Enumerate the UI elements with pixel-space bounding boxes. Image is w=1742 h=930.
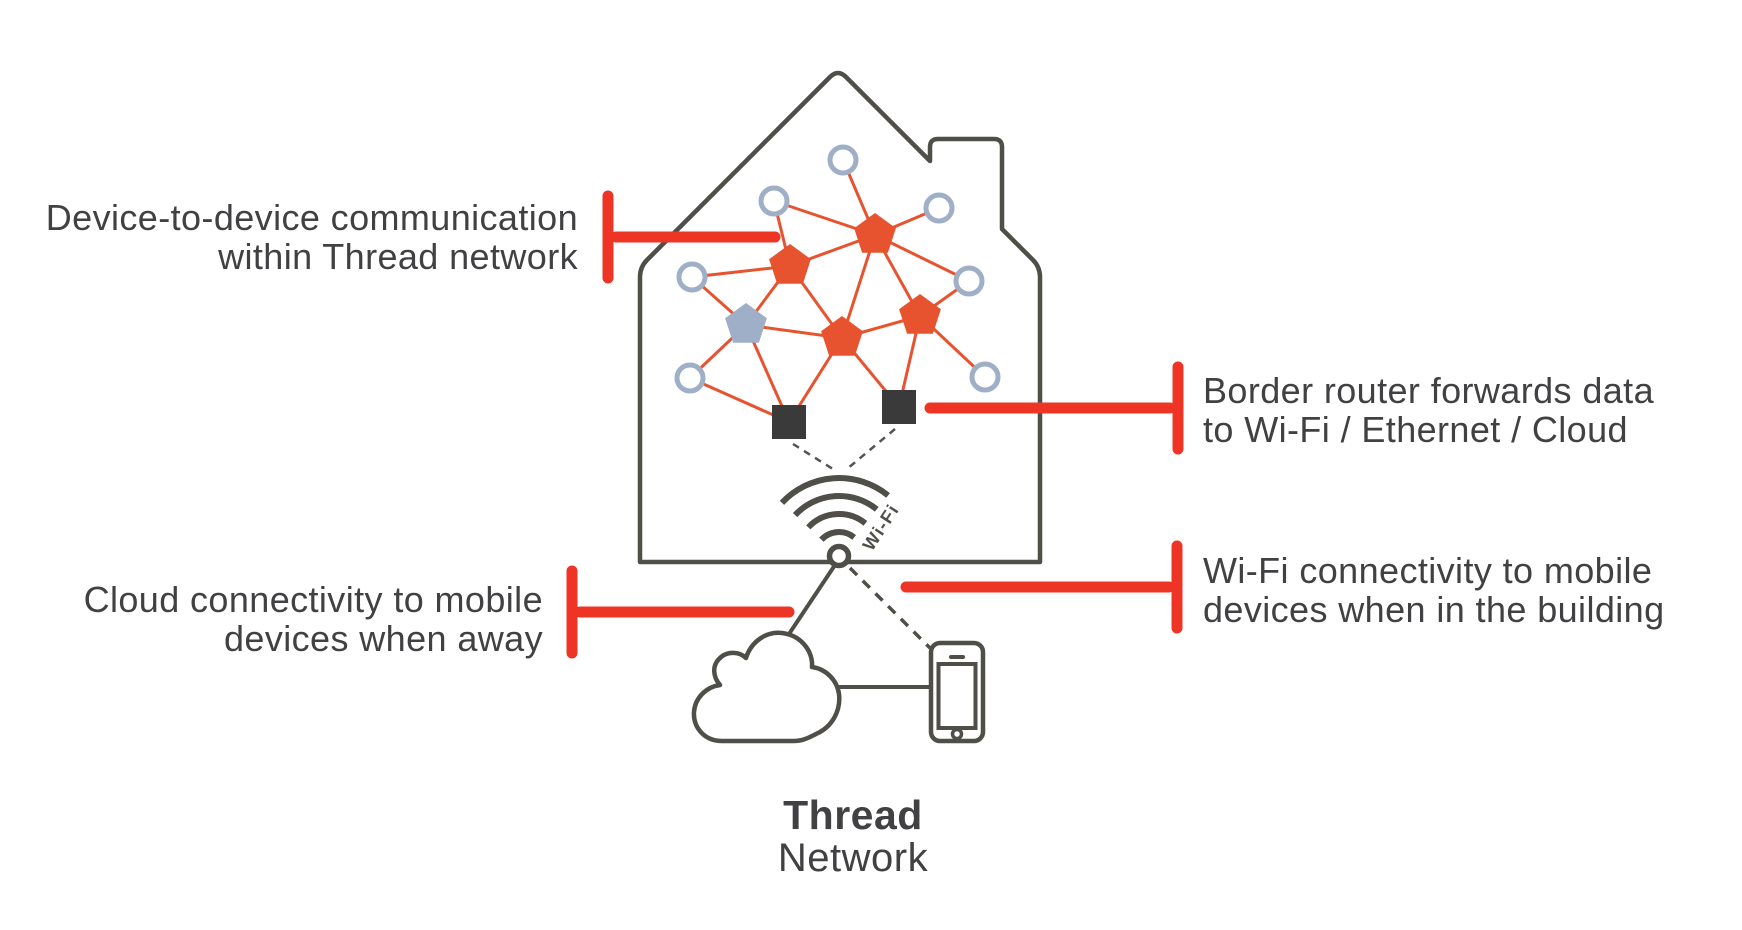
- end-device-node-icon: [674, 362, 706, 394]
- wifi-to-phone-dashed-link: [848, 566, 932, 650]
- diagram-title: Thread Network: [653, 793, 1053, 879]
- annotation-text-line: within Thread network: [218, 236, 578, 277]
- house-outline-icon: [637, 70, 1043, 565]
- end-device-node-icon: [676, 261, 708, 293]
- annotation-text-line: Wi-Fi connectivity to mobile: [1203, 550, 1653, 591]
- wifi-connectivity-annotation: Wi-Fi connectivity to mobile devices whe…: [1203, 551, 1665, 629]
- wifi-icon-label: Wi-Fi: [859, 500, 904, 554]
- router-node-icon: [854, 213, 896, 253]
- end-device-node-icon: [923, 192, 955, 224]
- end-device-node-icon: [827, 144, 859, 176]
- annotation-text-line: to Wi-Fi / Ethernet / Cloud: [1203, 409, 1628, 450]
- wifi-access-point-dot: [826, 543, 852, 569]
- router-node-icon: [821, 316, 863, 356]
- border-router-to-wifi-dashed-link: [846, 428, 896, 470]
- smartphone-icon: [928, 640, 986, 744]
- border-router-to-wifi-dashed-link: [792, 442, 837, 473]
- diagram-title-line2: Network: [777, 836, 929, 880]
- device-to-device-annotation: Device-to-device communication within Th…: [46, 198, 578, 276]
- cloud-icon: [691, 630, 842, 744]
- router-node-icon: [769, 244, 811, 284]
- border-router-node-icon: [772, 405, 806, 439]
- wifi-icon: [779, 475, 890, 542]
- annotation-text-line: Border router forwards data: [1203, 370, 1655, 411]
- end-device-node-icon: [953, 265, 985, 297]
- cloud-connectivity-annotation: Cloud connectivity to mobile devices whe…: [84, 580, 543, 658]
- end-device-node-icon: [969, 361, 1001, 393]
- border-router-node-icon: [882, 390, 916, 424]
- end-device-node-icon: [758, 185, 790, 217]
- inactive-router-node-icon: [725, 303, 767, 343]
- annotation-text-line: devices when in the building: [1203, 589, 1665, 630]
- border-router-annotation: Border router forwards data to Wi-Fi / E…: [1203, 371, 1654, 449]
- annotation-text-line: devices when away: [224, 618, 543, 659]
- thread-mesh-network: [674, 144, 1001, 439]
- annotation-text-line: Cloud connectivity to mobile: [83, 579, 543, 620]
- annotation-text-line: Device-to-device communication: [45, 197, 578, 238]
- diagram-title-line1: Thread: [783, 792, 923, 838]
- router-node-icon: [899, 294, 941, 334]
